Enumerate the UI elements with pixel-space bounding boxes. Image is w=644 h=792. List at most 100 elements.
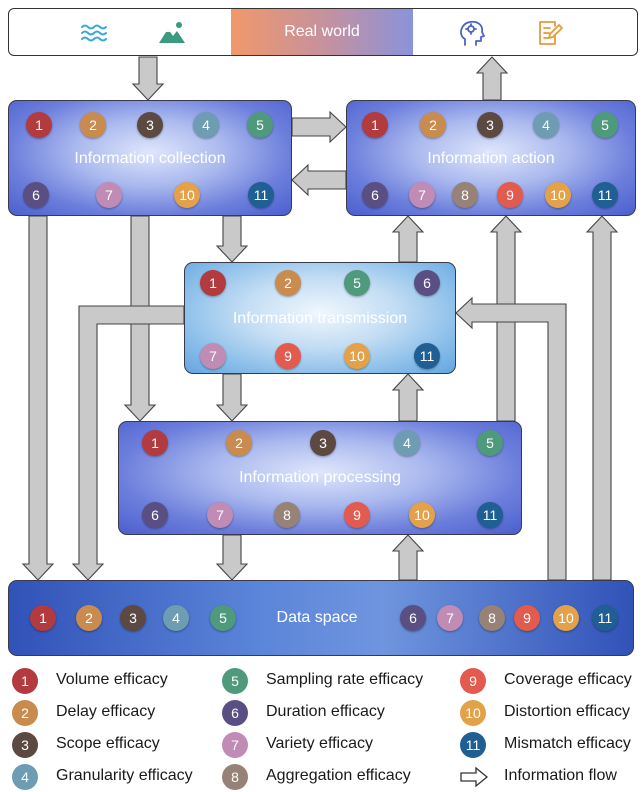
legend-badge-6: 6 bbox=[222, 700, 248, 726]
efficacy-badge-6: 6 bbox=[23, 182, 49, 208]
legend-label: Mismatch efficacy bbox=[504, 735, 631, 752]
efficacy-badge-1: 1 bbox=[142, 430, 168, 456]
efficacy-badge-3: 3 bbox=[120, 605, 146, 631]
efficacy-badge-7: 7 bbox=[409, 182, 435, 208]
efficacy-badge-10: 10 bbox=[553, 605, 579, 631]
legend-label: Granularity efficacy bbox=[56, 767, 193, 784]
efficacy-badge-4: 4 bbox=[394, 430, 420, 456]
efficacy-badge-7: 7 bbox=[207, 502, 233, 528]
efficacy-badge-4: 4 bbox=[533, 112, 559, 138]
efficacy-badge-11: 11 bbox=[477, 502, 503, 528]
information-transmission-title: Information transmission bbox=[232, 310, 408, 327]
legend-label: Coverage efficacy bbox=[504, 671, 632, 688]
efficacy-badge-6: 6 bbox=[142, 502, 168, 528]
efficacy-badge-5: 5 bbox=[210, 605, 236, 631]
efficacy-badge-6: 6 bbox=[362, 182, 388, 208]
legend-label: Volume efficacy bbox=[56, 671, 168, 688]
water-waves-icon bbox=[81, 24, 107, 42]
information-processing-title: Information processing bbox=[239, 469, 401, 486]
flow-arrow-transmission-to-action bbox=[391, 215, 425, 263]
legend-label: Scope efficacy bbox=[56, 735, 160, 752]
real-world-label: Real world bbox=[284, 23, 360, 40]
real-world-gradient-band bbox=[231, 9, 413, 55]
flow-arrow-transmission-to-processing bbox=[215, 373, 249, 422]
efficacy-badge-3: 3 bbox=[477, 112, 503, 138]
flow-arrow-realworld-to-collection bbox=[131, 56, 165, 101]
efficacy-badge-8: 8 bbox=[479, 605, 505, 631]
legend-badge-7: 7 bbox=[222, 732, 248, 758]
efficacy-badge-4: 4 bbox=[193, 112, 219, 138]
efficacy-badge-5: 5 bbox=[344, 270, 370, 296]
efficacy-badge-11: 11 bbox=[592, 605, 618, 631]
efficacy-badge-1: 1 bbox=[362, 112, 388, 138]
flow-arrow-processing-to-transmission bbox=[391, 373, 425, 422]
efficacy-badge-1: 1 bbox=[200, 270, 226, 296]
legend-badge-2: 2 bbox=[12, 700, 38, 726]
efficacy-badge-10: 10 bbox=[174, 182, 200, 208]
legend-label: Duration efficacy bbox=[266, 703, 385, 720]
efficacy-badge-8: 8 bbox=[274, 502, 300, 528]
data-space-title: Data space bbox=[276, 609, 358, 626]
legend-badge-11: 11 bbox=[460, 732, 486, 758]
real-world-bar: Real world bbox=[8, 8, 638, 56]
efficacy-badge-11: 11 bbox=[414, 343, 440, 369]
mountain-landscape-icon bbox=[159, 22, 185, 43]
legend-badge-5: 5 bbox=[222, 668, 248, 694]
efficacy-badge-2: 2 bbox=[226, 430, 252, 456]
legend-badge-10: 10 bbox=[460, 700, 486, 726]
efficacy-badge-7: 7 bbox=[437, 605, 463, 631]
flow-arrow-action-to-realworld bbox=[475, 56, 509, 101]
efficacy-badge-2: 2 bbox=[420, 112, 446, 138]
efficacy-badge-7: 7 bbox=[200, 343, 226, 369]
flow-arrow-dataspace-to-transmission bbox=[455, 296, 567, 581]
flow-arrow-action-to-collection bbox=[291, 163, 347, 197]
efficacy-badge-9: 9 bbox=[275, 343, 301, 369]
legend-label: Distortion efficacy bbox=[504, 703, 630, 720]
efficacy-badge-7: 7 bbox=[96, 182, 122, 208]
legend: 1 Volume efficacy 2 Delay efficacy 3 Scope ef… bbox=[0, 666, 644, 792]
efficacy-badge-2: 2 bbox=[80, 112, 106, 138]
legend-label: Aggregation efficacy bbox=[266, 767, 411, 784]
flow-arrow-transmission-to-dataspace bbox=[71, 305, 185, 581]
flow-arrow-dataspace-to-processing bbox=[391, 534, 425, 581]
efficacy-badge-5: 5 bbox=[247, 112, 273, 138]
information-flow-arrow-icon bbox=[460, 766, 489, 788]
flow-arrow-collection-to-transmission bbox=[215, 215, 249, 263]
efficacy-badge-2: 2 bbox=[275, 270, 301, 296]
legend-badge-9: 9 bbox=[460, 668, 486, 694]
efficacy-badge-3: 3 bbox=[310, 430, 336, 456]
legend-badge-8: 8 bbox=[222, 764, 248, 790]
legend-label: Sampling rate efficacy bbox=[266, 671, 424, 688]
efficacy-badge-8: 8 bbox=[452, 182, 478, 208]
legend-badge-1: 1 bbox=[12, 668, 38, 694]
human-brain-icon bbox=[460, 20, 485, 46]
efficacy-badge-9: 9 bbox=[344, 502, 370, 528]
efficacy-badge-4: 4 bbox=[163, 605, 189, 631]
legend-label: Variety efficacy bbox=[266, 735, 374, 752]
efficacy-badge-6: 6 bbox=[400, 605, 426, 631]
legend-label-information-flow: Information flow bbox=[504, 767, 617, 784]
efficacy-badge-9: 9 bbox=[497, 182, 523, 208]
information-action-title: Information action bbox=[427, 150, 555, 167]
efficacy-badge-9: 9 bbox=[514, 605, 540, 631]
efficacy-badge-5: 5 bbox=[592, 112, 618, 138]
flow-arrow-collection-to-action bbox=[291, 110, 347, 144]
efficacy-badge-6: 6 bbox=[414, 270, 440, 296]
legend-label: Delay efficacy bbox=[56, 703, 156, 720]
efficacy-badge-10: 10 bbox=[545, 182, 571, 208]
efficacy-badge-10: 10 bbox=[344, 343, 370, 369]
legend-badge-4: 4 bbox=[12, 764, 38, 790]
efficacy-badge-11: 11 bbox=[248, 182, 274, 208]
efficacy-badge-11: 11 bbox=[592, 182, 618, 208]
flow-arrow-processing-to-dataspace bbox=[215, 534, 249, 581]
efficacy-badge-10: 10 bbox=[409, 502, 435, 528]
legend-badge-3: 3 bbox=[12, 732, 38, 758]
efficacy-badge-3: 3 bbox=[137, 112, 163, 138]
efficacy-badge-1: 1 bbox=[30, 605, 56, 631]
